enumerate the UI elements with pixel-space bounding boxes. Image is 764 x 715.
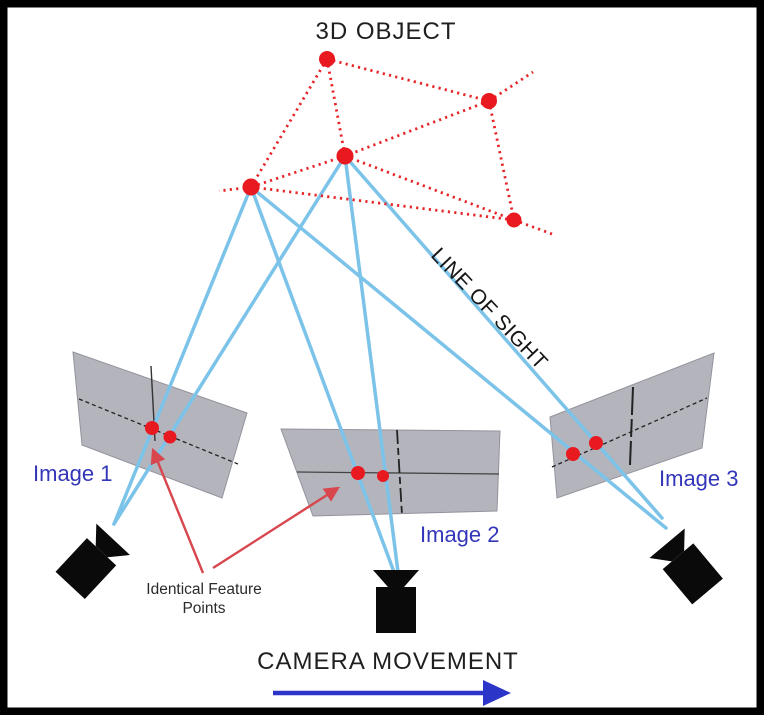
image-plane-2-horizontal-axis (296, 471, 500, 475)
camera-body (662, 543, 723, 605)
object-vertex (481, 93, 497, 109)
feature-point-image1 (145, 421, 159, 435)
title-3d-object: 3D OBJECT (315, 18, 456, 45)
sight-lines (112, 154, 668, 574)
mesh-edge (344, 154, 515, 222)
feature-point-image2 (377, 470, 389, 482)
sight-line-p4-camera2 (249, 185, 396, 574)
mesh-edge (487, 100, 516, 221)
camera-lens-hood (373, 570, 419, 587)
camera-body (55, 538, 117, 600)
camera-lens-hood (95, 523, 130, 558)
mesh-edge (326, 57, 490, 103)
camera-lens-hood (649, 528, 685, 562)
mesh-edge (488, 70, 534, 103)
image-plane-1-dashed-axis (78, 398, 239, 465)
sight-line-p3-camera3 (343, 154, 664, 520)
identical-feature-points-label-line2: Points (182, 600, 225, 617)
object-vertex (242, 178, 260, 196)
image-plane-1 (72, 351, 248, 499)
feature-point-image3 (566, 447, 580, 461)
object-mesh-vertices (242, 51, 522, 228)
camera-body (376, 587, 416, 633)
sight-line-p4-camera1 (112, 185, 253, 526)
image2-label: Image 2 (420, 522, 500, 547)
image-plane-2-vertical-axis (396, 429, 403, 516)
cameras (55, 523, 723, 633)
image1-label: Image 1 (33, 461, 113, 486)
movement-arrow-head (483, 680, 511, 706)
image3-label: Image 3 (659, 466, 739, 491)
identical-feature-points-label-line1: Identical Feature (146, 581, 261, 598)
camera-movement-arrow (273, 680, 511, 706)
feature-callout-arrows (150, 447, 340, 574)
feature-points (145, 421, 603, 482)
sight-line-p4-camera3 (249, 185, 668, 530)
mesh-edge (344, 99, 490, 158)
camera3-icon (649, 528, 723, 605)
object-vertex (319, 51, 335, 67)
camera-movement-label: CAMERA MOVEMENT (257, 648, 519, 675)
camera1-icon (55, 523, 130, 600)
image-plane-3-vertical-axis (629, 386, 634, 466)
mesh-edge (218, 185, 252, 193)
sight-line-p3-camera2 (343, 154, 400, 574)
feature-point-image2 (351, 466, 365, 480)
callout-arrow-to-image2 (212, 486, 340, 570)
object-vertex (506, 212, 522, 228)
image-plane-1-surface (72, 351, 248, 499)
feature-point-image1 (163, 430, 177, 444)
image-plane-3 (549, 352, 715, 499)
callout-arrow-to-image1 (150, 447, 205, 574)
camera2-icon (373, 570, 419, 633)
feature-point-image3 (589, 436, 603, 450)
object-vertex (336, 147, 354, 165)
